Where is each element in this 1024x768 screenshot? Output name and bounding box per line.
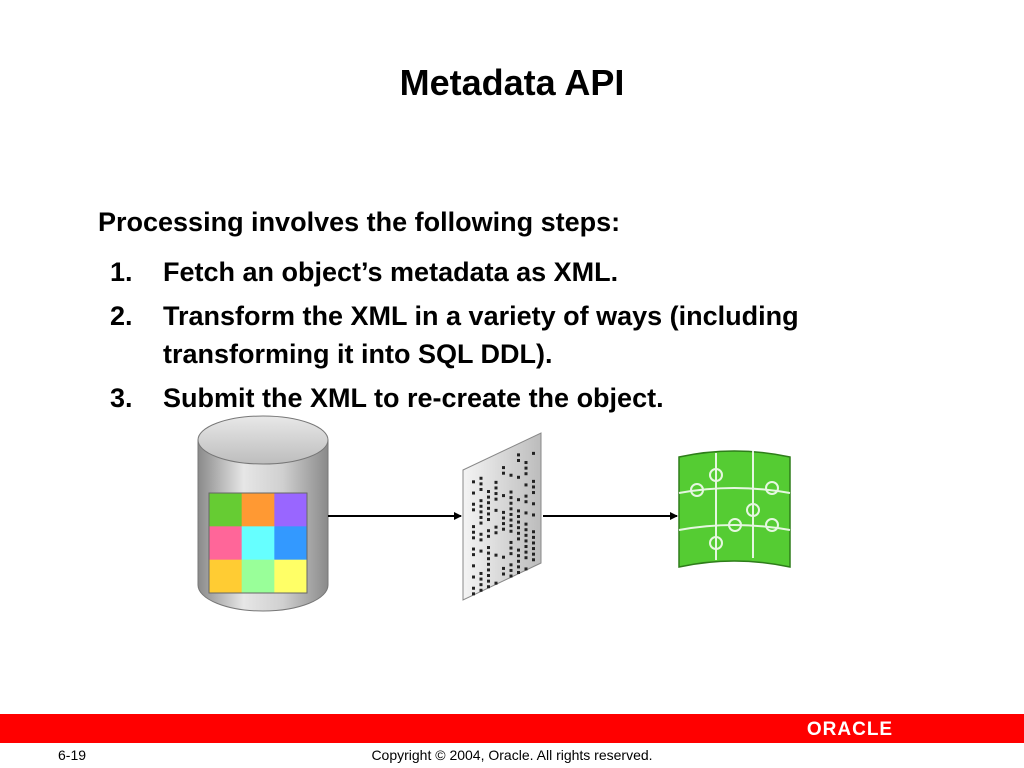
page-number: 6-19	[58, 747, 87, 763]
step-line: Fetch an object’s metadata as XML.	[163, 257, 619, 287]
page-title: Metadata API	[399, 62, 625, 103]
step-text: Fetch an object’s metadata as XML.	[163, 253, 930, 291]
step-text: Transform the XML in a variety of ways (…	[163, 297, 930, 373]
svg-text:ORACLE: ORACLE	[807, 719, 893, 740]
process-diagram	[197, 415, 791, 612]
puzzle-piece	[209, 493, 243, 527]
puzzle-grid	[209, 493, 308, 594]
puzzle-piece	[241, 493, 275, 527]
step-item: 3. Submit the XML to re-create the objec…	[110, 379, 930, 417]
intro-text: Processing involves the following steps:	[98, 207, 621, 237]
step-text: Submit the XML to re-create the object.	[163, 379, 930, 417]
object-puzzle-icon	[678, 450, 791, 568]
oracle-logo: ORACLE	[786, 718, 914, 740]
puzzle-piece	[241, 526, 275, 561]
step-number: 2.	[110, 301, 133, 331]
step-line: Submit the XML to re-create the object.	[163, 383, 664, 413]
step-line: Transform the XML in a variety of ways (…	[163, 301, 799, 331]
step-line: transforming it into SQL DDL).	[163, 339, 553, 369]
puzzle-piece	[241, 559, 275, 594]
step-number: 1.	[110, 257, 133, 287]
puzzle-piece	[209, 526, 243, 561]
puzzle-piece	[274, 493, 308, 527]
steps-list: 1. Fetch an object’s metadata as XML. 2.…	[110, 253, 930, 423]
puzzle-piece	[274, 526, 308, 561]
step-number: 3.	[110, 383, 133, 413]
step-item: 1. Fetch an object’s metadata as XML.	[110, 253, 930, 291]
step-item: 2. Transform the XML in a variety of way…	[110, 297, 930, 373]
database-icon	[197, 415, 329, 612]
puzzle-piece	[209, 559, 243, 594]
copyright-text: Copyright © 2004, Oracle. All rights res…	[371, 747, 653, 763]
xml-document-icon	[462, 432, 542, 601]
puzzle-piece	[274, 559, 308, 594]
